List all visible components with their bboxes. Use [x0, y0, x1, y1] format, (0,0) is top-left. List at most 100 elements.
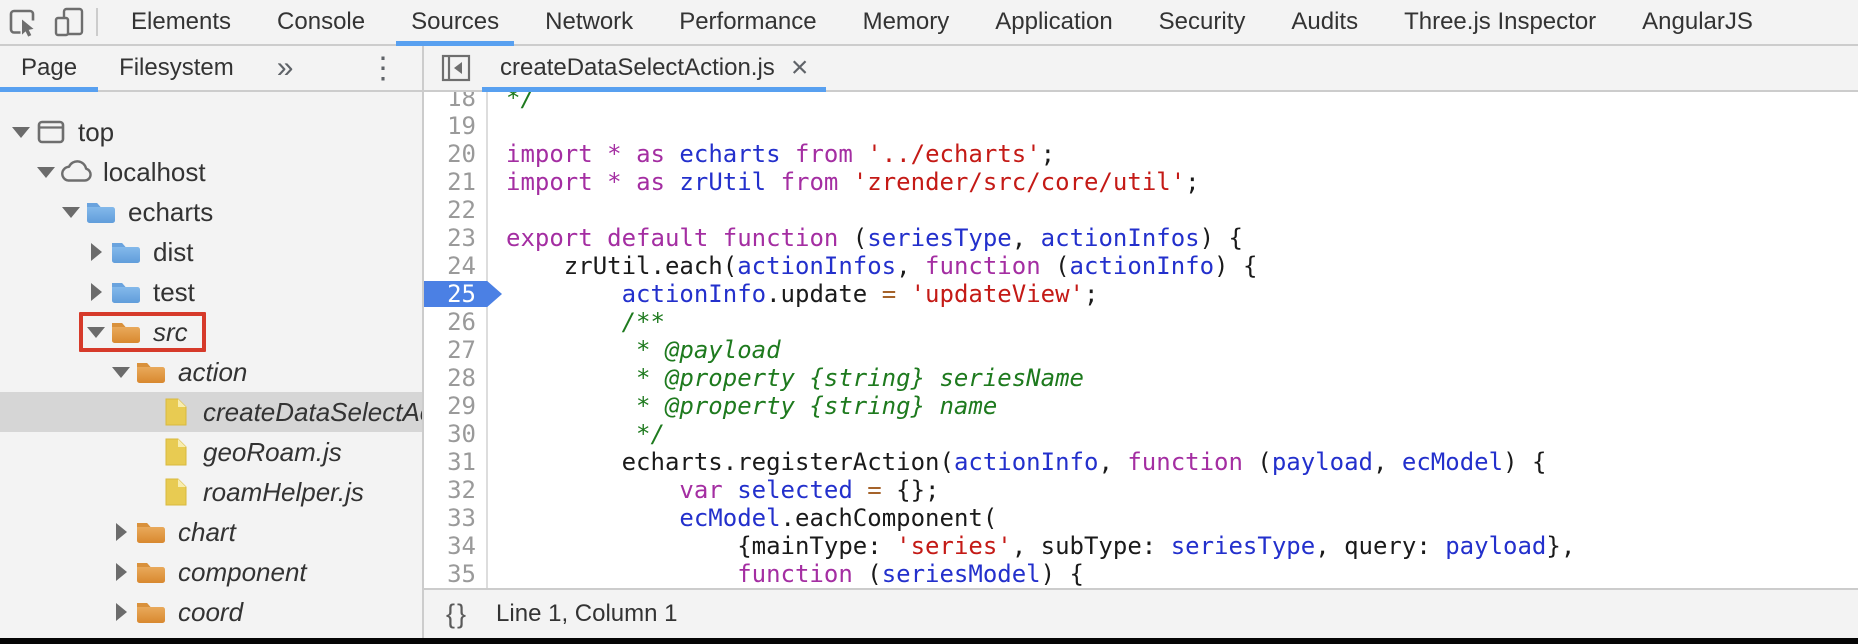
- code-line[interactable]: 34 {mainType: 'series', subType: seriesT…: [424, 532, 1858, 560]
- collapse-arrow-icon[interactable]: [35, 166, 57, 178]
- code-line[interactable]: 28 * @property {string} seriesName: [424, 364, 1858, 392]
- collapse-arrow-icon[interactable]: [85, 326, 107, 338]
- navigator-menu-icon[interactable]: ⋮: [368, 51, 398, 85]
- tree-item-georoam-js[interactable]: geoRoam.js: [0, 432, 422, 472]
- code-line[interactable]: 24 zrUtil.each(actionInfos, function (ac…: [424, 252, 1858, 280]
- expand-arrow-icon[interactable]: [85, 243, 107, 261]
- code-line[interactable]: 31 echarts.registerAction(actionInfo, fu…: [424, 448, 1858, 476]
- expand-arrow-icon[interactable]: [85, 283, 107, 301]
- gutter-line-number[interactable]: 19: [424, 112, 488, 140]
- code-token: [593, 140, 607, 168]
- expand-arrow-icon[interactable]: [110, 603, 132, 621]
- gutter-line-number[interactable]: 20: [424, 140, 488, 168]
- toolbar-tab-console[interactable]: Console: [277, 8, 366, 35]
- navigator-tab-page[interactable]: Page: [0, 46, 99, 92]
- code-line-content: /**: [488, 308, 1858, 336]
- toolbar-separator: [96, 8, 98, 36]
- tree-item-chart[interactable]: chart: [0, 512, 422, 552]
- code-line[interactable]: 35 function (seriesModel) {: [424, 560, 1858, 588]
- gutter-line-number[interactable]: 18: [424, 92, 488, 112]
- more-tabs-chevron-icon[interactable]: »: [276, 51, 294, 84]
- toolbar-tab-elements[interactable]: Elements: [131, 8, 232, 35]
- tree-item-top[interactable]: top: [0, 112, 422, 152]
- tree-item-echarts[interactable]: echarts: [0, 192, 422, 232]
- toolbar-tabs: Elements Console Sources Network Performance…: [108, 0, 1776, 46]
- collapse-arrow-icon[interactable]: [110, 366, 132, 378]
- tree-item-test[interactable]: test: [0, 272, 422, 312]
- code-token: },: [1546, 532, 1576, 560]
- tree-item-action[interactable]: action: [0, 352, 422, 392]
- tree-item-coord[interactable]: coord: [0, 592, 422, 632]
- expand-arrow-icon[interactable]: [110, 523, 132, 541]
- device-toolbar-button[interactable]: [46, 0, 92, 44]
- toolbar-tab-three-js-inspector[interactable]: Three.js Inspector: [1404, 8, 1597, 35]
- pretty-print-icon[interactable]: {}: [446, 598, 469, 629]
- tree-item-src[interactable]: src: [0, 312, 422, 352]
- inspect-element-button[interactable]: [0, 0, 46, 44]
- gutter-line-number[interactable]: 35: [424, 560, 488, 588]
- code-token: [723, 476, 737, 504]
- code-token: [708, 224, 722, 252]
- line-number: 21: [447, 168, 476, 196]
- collapse-arrow-icon[interactable]: [10, 126, 32, 138]
- code-line[interactable]: 27 * @payload: [424, 336, 1858, 364]
- collapse-arrow-icon[interactable]: [60, 206, 82, 218]
- code-line-content: function (seriesModel) {: [488, 560, 1858, 588]
- gutter-line-number[interactable]: 32: [424, 476, 488, 504]
- code-token: [896, 280, 910, 308]
- code-line[interactable]: 29 * @property {string} name: [424, 392, 1858, 420]
- hide-navigator-button[interactable]: [440, 53, 472, 83]
- code-line[interactable]: 25 actionInfo.update = 'updateView';: [424, 280, 1858, 308]
- code-line[interactable]: 30 */: [424, 420, 1858, 448]
- toolbar-tab-angularjs[interactable]: AngularJS: [1642, 8, 1753, 35]
- close-tab-icon[interactable]: ×: [790, 51, 809, 84]
- code-line[interactable]: 22: [424, 196, 1858, 224]
- code-token: ;: [1040, 140, 1056, 168]
- breakpoint-gutter[interactable]: 25: [424, 280, 502, 308]
- code-line[interactable]: 33 ecModel.eachComponent(: [424, 504, 1858, 532]
- tree-item-dist[interactable]: dist: [0, 232, 422, 272]
- code-token: {};: [881, 476, 940, 504]
- tree-item-component[interactable]: component: [0, 552, 422, 592]
- gutter-line-number[interactable]: 33: [424, 504, 488, 532]
- toolbar-tab-memory[interactable]: Memory: [862, 8, 950, 35]
- gutter-line-number[interactable]: 23: [424, 224, 488, 252]
- tree-item-roamhelper-js[interactable]: roamHelper.js: [0, 472, 422, 512]
- toolbar-tab-performance[interactable]: Performance: [679, 8, 817, 35]
- tree-item-createdataselectaction-js[interactable]: createDataSelectAction.js: [0, 392, 422, 432]
- gutter-line-number[interactable]: 31: [424, 448, 488, 476]
- code-token: export: [506, 224, 593, 252]
- domain-icon: [59, 156, 93, 188]
- toolbar-tab-application[interactable]: Application: [995, 8, 1113, 35]
- code-line[interactable]: 26 /**: [424, 308, 1858, 336]
- code-line[interactable]: 18*/: [424, 92, 1858, 112]
- gutter-line-number[interactable]: 29: [424, 392, 488, 420]
- toolbar-tab-network[interactable]: Network: [545, 8, 634, 35]
- gutter-line-number[interactable]: 27: [424, 336, 488, 364]
- toolbar-tab-security[interactable]: Security: [1158, 8, 1246, 35]
- code-token: 'zrender/src/core/util': [852, 168, 1186, 196]
- gutter-line-number[interactable]: 34: [424, 532, 488, 560]
- code-token: [593, 168, 607, 196]
- tree-item-label: echarts: [128, 196, 214, 227]
- breakpoint-icon[interactable]: [424, 281, 502, 307]
- navigator-tab-filesystem[interactable]: Filesystem: [119, 54, 234, 81]
- gutter-line-number[interactable]: 26: [424, 308, 488, 336]
- gutter-line-number[interactable]: 30: [424, 420, 488, 448]
- tree-item-localhost[interactable]: localhost: [0, 152, 422, 192]
- code-token: [853, 140, 867, 168]
- toolbar-tab-sources[interactable]: Sources: [388, 0, 522, 46]
- code-line[interactable]: 32 var selected = {};: [424, 476, 1858, 504]
- gutter-line-number[interactable]: 28: [424, 364, 488, 392]
- editor-tab-createdataselectaction[interactable]: createDataSelectAction.js ×: [482, 46, 827, 92]
- gutter-line-number[interactable]: 24: [424, 252, 488, 280]
- gutter-line-number[interactable]: 21: [424, 168, 488, 196]
- code-line[interactable]: 19: [424, 112, 1858, 140]
- expand-arrow-icon[interactable]: [110, 563, 132, 581]
- gutter-line-number[interactable]: 22: [424, 196, 488, 224]
- toolbar-tab-audits[interactable]: Audits: [1291, 8, 1359, 35]
